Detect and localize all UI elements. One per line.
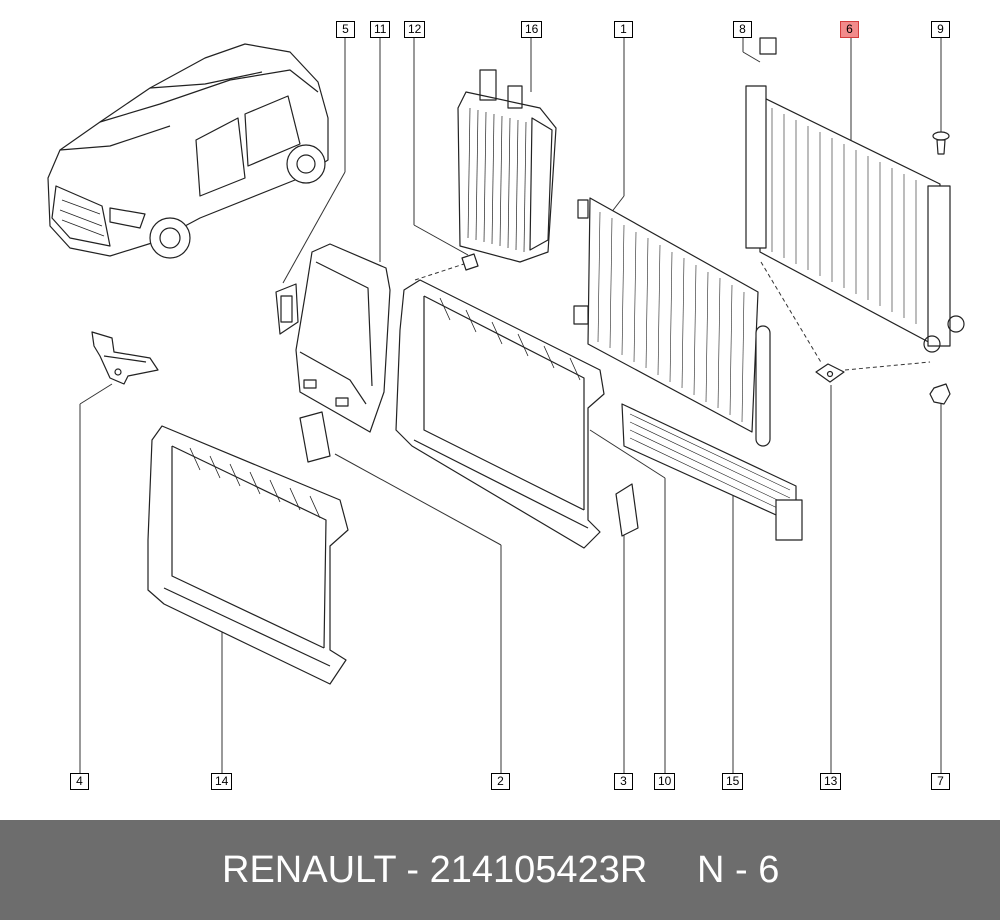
part-clip-10 xyxy=(299,411,331,463)
callout-16[interactable]: 16 xyxy=(521,21,543,38)
parts-diagram: 5 11 12 16 1 8 6 9 4 14 2 3 10 15 13 7 xyxy=(47,21,965,790)
leader-lines xyxy=(79,37,942,773)
item-reference: N - 6 xyxy=(697,849,780,891)
callout-1[interactable]: 1 xyxy=(614,21,633,38)
callout-5[interactable]: 5 xyxy=(336,21,355,38)
part-info-footer: RENAULT - 214105423R N - 6 xyxy=(0,820,1000,920)
part-bracket-3 xyxy=(615,483,639,537)
callout-8[interactable]: 8 xyxy=(733,21,752,38)
part-duct-11 xyxy=(295,243,391,433)
part-code: RENAULT - 214105423R xyxy=(222,849,648,891)
part-shroud-14 xyxy=(147,425,349,685)
part-frame-2 xyxy=(395,279,605,549)
part-intercooler-16 xyxy=(457,69,557,263)
callout-10[interactable]: 10 xyxy=(654,773,676,790)
part-bracket-4 xyxy=(91,331,159,385)
callout-15[interactable]: 15 xyxy=(722,773,744,790)
callout-13[interactable]: 13 xyxy=(820,773,842,790)
callout-2[interactable]: 2 xyxy=(491,773,510,790)
part-bracket-13 xyxy=(815,363,845,383)
diagram-drawing xyxy=(47,37,965,773)
callout-4[interactable]: 4 xyxy=(70,773,89,790)
part-clip-5 xyxy=(275,283,299,335)
callout-7[interactable]: 7 xyxy=(931,773,950,790)
part-clip-12 xyxy=(461,253,479,271)
callout-11[interactable]: 11 xyxy=(370,21,391,38)
part-bolt-9 xyxy=(932,131,950,155)
callout-12[interactable]: 12 xyxy=(404,21,426,38)
part-nut-7 xyxy=(929,383,951,405)
part-condenser-1 xyxy=(573,197,771,447)
part-fastener-8 xyxy=(759,37,777,55)
part-radiator-6 xyxy=(745,85,965,353)
callout-6[interactable]: 6 xyxy=(840,21,859,38)
callout-14[interactable]: 14 xyxy=(211,773,233,790)
callout-3[interactable]: 3 xyxy=(614,773,633,790)
callout-9[interactable]: 9 xyxy=(931,21,950,38)
part-cooler-15 xyxy=(621,403,803,541)
car-illustration xyxy=(47,43,329,259)
